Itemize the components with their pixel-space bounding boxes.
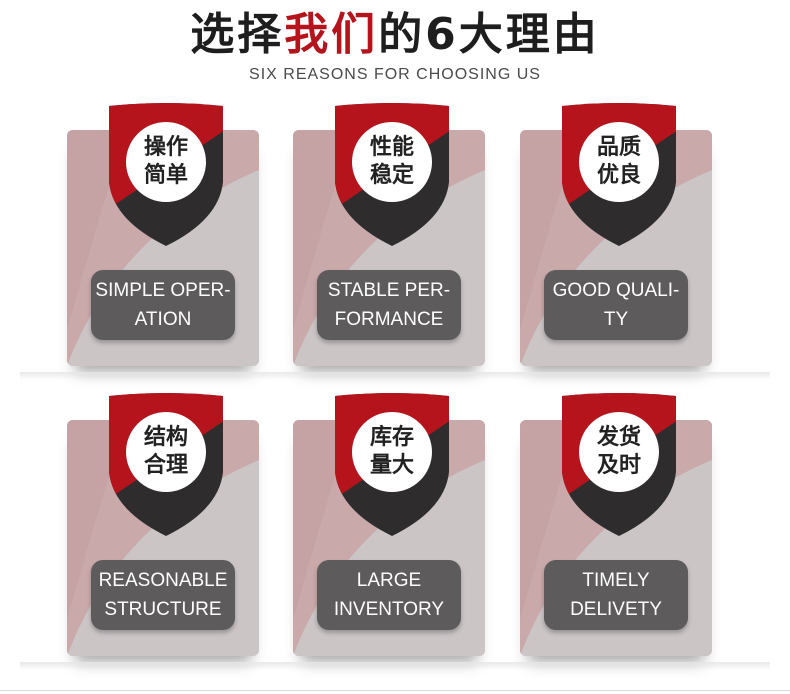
badge-text: 操作简单 (130, 134, 202, 190)
page-subtitle: SIX REASONS FOR CHOOSING US (249, 66, 541, 83)
badge-text: 性能稳定 (356, 134, 428, 190)
badge-line-1: 发货 (596, 425, 641, 450)
reason-label-box: SIMPLE OPER- ATION (91, 270, 235, 340)
page-title: 选择我们的6大理由 (0, 8, 790, 62)
badge-line-1: 品质 (596, 135, 641, 160)
shield-badge-icon (109, 103, 223, 246)
badge-line-2: 合理 (143, 453, 188, 478)
shield-badge-icon (109, 393, 223, 536)
badge-line-1: 库存 (369, 425, 414, 450)
reason-label: REASONABLE STRUCTURE (98, 570, 228, 620)
reason-label: GOOD QUALI- TY (552, 280, 680, 330)
bottom-divider (0, 690, 790, 691)
shield-badge-icon (562, 103, 676, 246)
badge-line-2: 简单 (143, 163, 188, 188)
reason-label-box: LARGE INVENTORY (317, 560, 461, 630)
reason-label-box: GOOD QUALI- TY (544, 270, 688, 340)
badge-line-2: 量大 (369, 453, 414, 478)
badge-text: 结构合理 (130, 424, 202, 480)
badge-line-2: 及时 (596, 453, 641, 478)
reason-label-box: REASONABLE STRUCTURE (91, 560, 235, 630)
badge-text: 库存量大 (356, 424, 428, 480)
badge-line-1: 操作 (143, 135, 188, 160)
badge-line-1: 性能 (369, 135, 414, 160)
badge-text: 发货及时 (583, 424, 655, 480)
reason-label-box: TIMELY DELIVETY (544, 560, 688, 630)
reason-label: TIMELY DELIVETY (570, 570, 662, 620)
shield-badge-icon (335, 103, 449, 246)
reason-label: LARGE INVENTORY (333, 570, 445, 620)
badge-line-1: 结构 (143, 425, 188, 450)
title-part-1: 选择 (190, 9, 285, 60)
reason-label: STABLE PER- FORMANCE (327, 280, 451, 330)
shield-badge-icon (562, 393, 676, 536)
row-2-floor-shadow (20, 662, 770, 670)
shield-badge-icon (335, 393, 449, 536)
reason-label: SIMPLE OPER- ATION (95, 280, 231, 330)
title-part-2: 的6大理由 (378, 9, 600, 60)
reason-label-box: STABLE PER- FORMANCE (317, 270, 461, 340)
badge-line-2: 优良 (596, 163, 641, 188)
badge-text: 品质优良 (583, 134, 655, 190)
row-1-floor-shadow (20, 372, 770, 380)
title-accent: 我们 (284, 9, 379, 60)
badge-line-2: 稳定 (369, 163, 414, 188)
